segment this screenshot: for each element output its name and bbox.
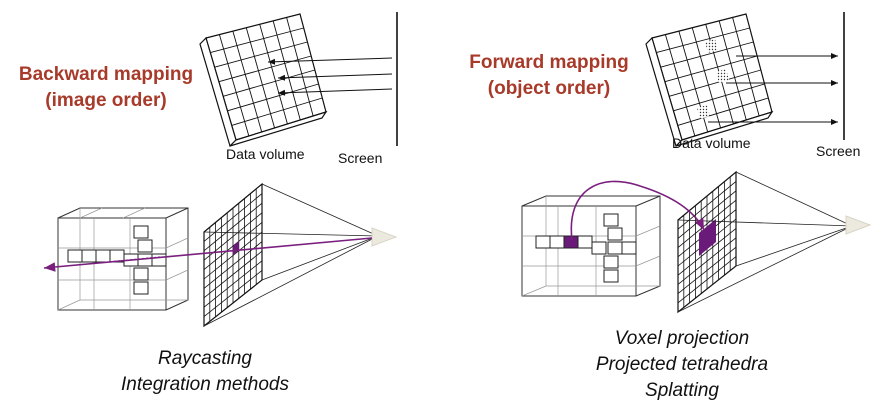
grid-line (660, 41, 754, 68)
forward-splat-cell-1 (705, 39, 718, 53)
splatting-caption: Splatting (645, 380, 719, 401)
grid-line (677, 256, 737, 304)
forward-splat-cell-2 (716, 69, 729, 83)
projected-tetrahedra-caption: Projected tetrahedra (595, 354, 769, 375)
integration-methods-caption: Integration methods (121, 374, 289, 395)
grid-line (259, 24, 288, 125)
grid-line (223, 69, 315, 97)
projection-splat (699, 219, 716, 256)
grid-line (691, 27, 722, 129)
forward-splat-cell-3 (697, 105, 710, 119)
backward-mapping-subtitle: (image order) (45, 90, 167, 111)
grid-line (203, 260, 263, 308)
grid-line (677, 246, 737, 294)
grid-line (664, 34, 696, 137)
raycast-cube (57, 207, 189, 311)
forward-mapping-title: Forward mapping (469, 52, 629, 73)
projection-cube (521, 195, 661, 297)
backward-volume-slab (199, 13, 328, 148)
projection-frustum (677, 171, 853, 313)
grid-line (203, 231, 263, 280)
backward-volume-label: Data volume (226, 146, 305, 162)
projection-image-plane (677, 170, 737, 314)
grid-line (203, 250, 263, 299)
grid-line (718, 20, 747, 121)
backward-screen-label: Screen (338, 150, 383, 166)
forward-volume-slab (645, 13, 774, 148)
grid-line (677, 228, 737, 276)
backward-mapping-title: Backward mapping (18, 64, 194, 85)
forward-screen-label: Screen (816, 143, 861, 159)
backward-rays (267, 57, 393, 96)
raycast-highlight-pixel (233, 241, 239, 255)
grid-line (677, 237, 737, 285)
grid-line (203, 270, 263, 317)
grid-line (732, 17, 760, 117)
grid-line (210, 27, 304, 54)
grid-line (656, 27, 750, 54)
grid-line (227, 83, 319, 112)
grid-line (214, 41, 308, 68)
grid-line (232, 31, 263, 133)
projection-arc (570, 180, 705, 241)
projection-eye-icon (845, 215, 872, 235)
grid-line (286, 17, 314, 117)
grid-line (664, 55, 758, 83)
grid-line (677, 97, 769, 126)
grid-line (231, 97, 323, 126)
raycast-frustum (203, 183, 379, 327)
grid-line (673, 83, 765, 112)
forward-mapping-subtitle: (object order) (487, 78, 611, 99)
grid-line (272, 20, 301, 121)
grid-line (218, 34, 250, 137)
voxel-projection-caption: Voxel projection (614, 328, 750, 349)
grid-line (669, 69, 761, 97)
raycasting-caption: Raycasting (158, 348, 252, 369)
grid-line (218, 55, 312, 83)
forward-volume-label: Data volume (672, 135, 751, 151)
raycast-image-plane (203, 182, 263, 328)
raycast-eye-icon (371, 227, 398, 247)
raycast-ray (43, 237, 373, 272)
grid-line (245, 27, 276, 129)
forward-rays (708, 53, 838, 125)
raycast-ray-dashed (107, 256, 161, 263)
